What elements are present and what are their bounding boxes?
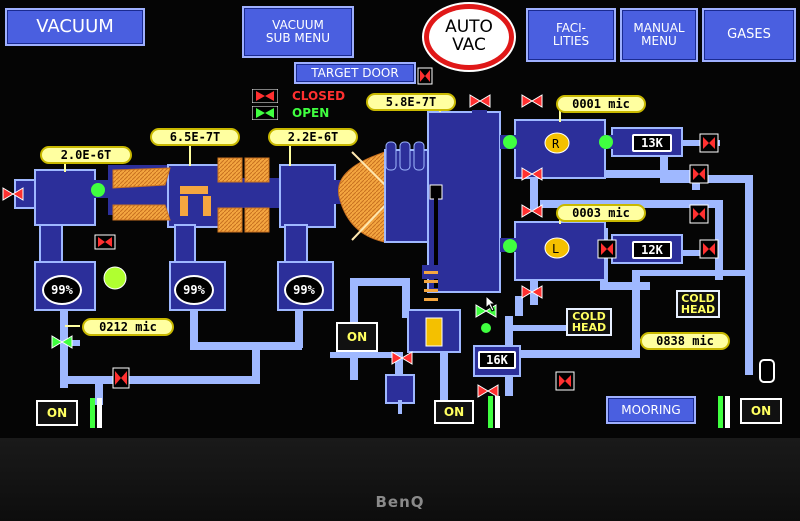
legend-closed: CLOSED	[292, 89, 346, 103]
shutter-panels	[112, 151, 396, 243]
cryo-l-label: L	[552, 242, 559, 256]
cryo-13k: 13K	[632, 134, 672, 152]
mic-readout-mid: 0003 mic	[556, 204, 646, 222]
auto-vac-label: AUTO VAC	[429, 9, 509, 65]
cryo-12k: 12K	[632, 241, 672, 259]
on-indicator-2[interactable]: ON	[336, 322, 378, 352]
gauge-readout-3: 2.2E-6T	[268, 128, 358, 146]
cryo-16k: 16K	[478, 351, 516, 369]
mic-readout-right: 0838 mic	[640, 332, 730, 350]
legend-open: OPEN	[292, 106, 330, 120]
vacuum-button[interactable]: VACUUM	[5, 8, 145, 46]
open-valve-legend-icon	[252, 106, 278, 120]
cold-head-2: COLD HEAD	[676, 290, 720, 318]
facilities-button[interactable]: FACI- LITIES	[526, 8, 616, 62]
gauge-readout-1: 2.0E-6T	[40, 146, 132, 164]
gauge-readout-4: 5.8E-7T	[366, 93, 456, 111]
hmi-screen: R L VACUUM VACUUM SUB MENU AUTO VAC FACI…	[0, 0, 800, 440]
cold-head-1: COLD HEAD	[566, 308, 612, 336]
monitor-bezel	[0, 438, 800, 521]
cryo-rl	[544, 132, 570, 259]
pump-2-level: 99%	[174, 275, 214, 305]
on-indicator-3[interactable]: ON	[434, 400, 474, 424]
valves	[2, 67, 719, 398]
toggle-bars	[90, 396, 730, 428]
mic-readout-top: 0001 mic	[556, 95, 646, 113]
gauge-readout-2: 6.5E-7T	[150, 128, 240, 146]
monitor-brand-logo: BenQ	[375, 493, 425, 511]
on-indicator-4[interactable]: ON	[740, 398, 782, 424]
closed-valve-legend-icon	[252, 89, 278, 103]
main-chamber	[384, 110, 501, 414]
mouse-cursor-icon	[485, 294, 497, 312]
auto-vac-button[interactable]: AUTO VAC	[422, 2, 516, 72]
cryo-r-label: R	[552, 137, 560, 151]
mic-readout-left: 0212 mic	[82, 318, 174, 336]
pump-1-level: 99%	[42, 275, 82, 305]
on-indicator-1[interactable]: ON	[36, 400, 78, 426]
indicator-lights	[91, 135, 613, 333]
manual-menu-button[interactable]: MANUAL MENU	[620, 8, 698, 62]
pump-3-level: 99%	[284, 275, 324, 305]
gases-button[interactable]: GASES	[702, 8, 796, 62]
vacuum-sub-menu-button[interactable]: VACUUM SUB MENU	[242, 6, 354, 58]
target-door-button[interactable]: TARGET DOOR	[294, 62, 416, 84]
mooring-button[interactable]: MOORING	[606, 396, 696, 424]
